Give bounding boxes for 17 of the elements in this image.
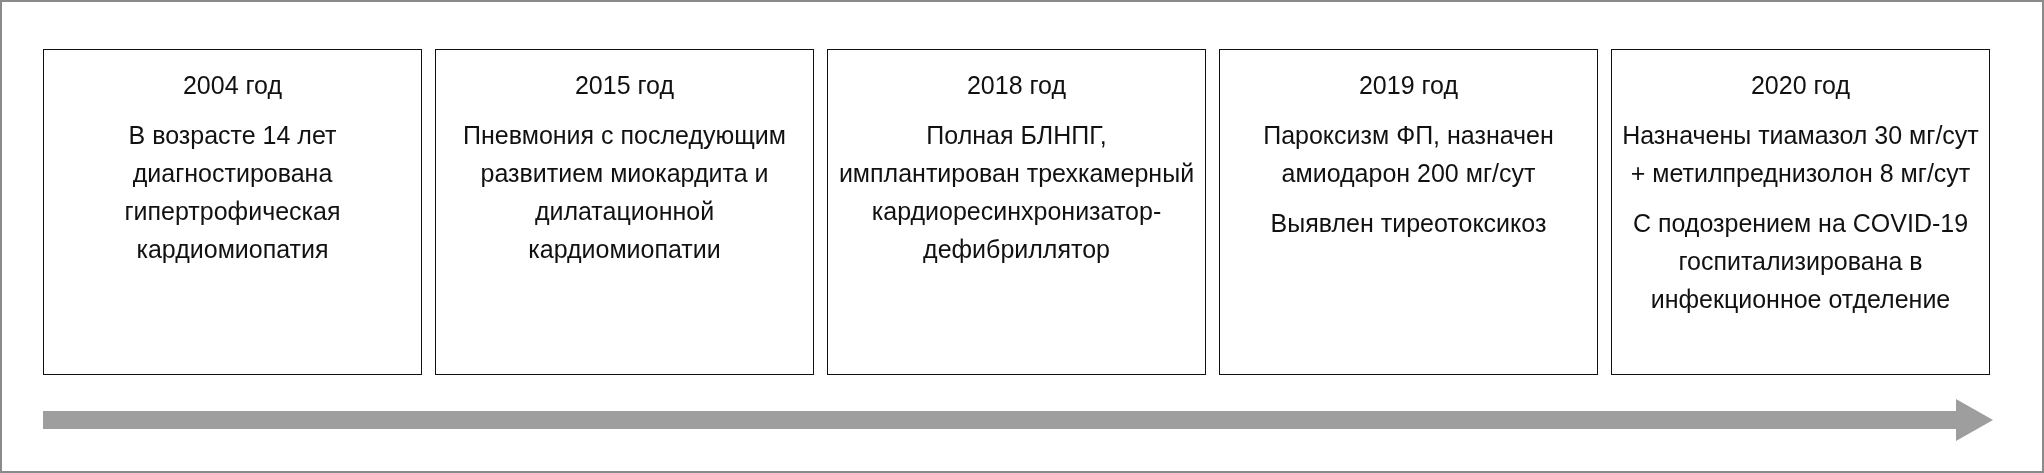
event-box bbox=[1611, 49, 1990, 375]
event-text: Выявлен тиреотоксикоз bbox=[1269, 208, 1548, 239]
event-box bbox=[43, 49, 422, 375]
event-text: С подозрением на COVID-19 госпитализирована в инфекционное отделение bbox=[1631, 208, 1970, 315]
event-box bbox=[435, 49, 814, 375]
year-heading: 2004 год bbox=[181, 70, 284, 101]
event-text: Пароксизм ФП, назначен амиодарон 200 мг/сут bbox=[1262, 120, 1555, 189]
event-text: В возрасте 14 лет диагностирована гипертрофическая кардиомиопатия bbox=[123, 120, 342, 265]
event-text: Полная БЛНПГ, имплантирован трехкамерный кардиоресинхронизатор-дефибриллятор bbox=[837, 120, 1196, 265]
event-box bbox=[827, 49, 1206, 375]
event-box bbox=[1219, 49, 1598, 375]
event-text: Назначены тиамазол 30 мг/сут + метилпреднизолон 8 мг/сут bbox=[1621, 120, 1980, 189]
year-heading: 2020 год bbox=[1749, 70, 1852, 101]
year-heading: 2019 год bbox=[1357, 70, 1460, 101]
year-heading: 2018 год bbox=[965, 70, 1068, 101]
event-text: Пневмония с последующим развитием миокардита и дилатационной кардиомиопатии bbox=[462, 120, 787, 265]
year-heading: 2015 год bbox=[573, 70, 676, 101]
